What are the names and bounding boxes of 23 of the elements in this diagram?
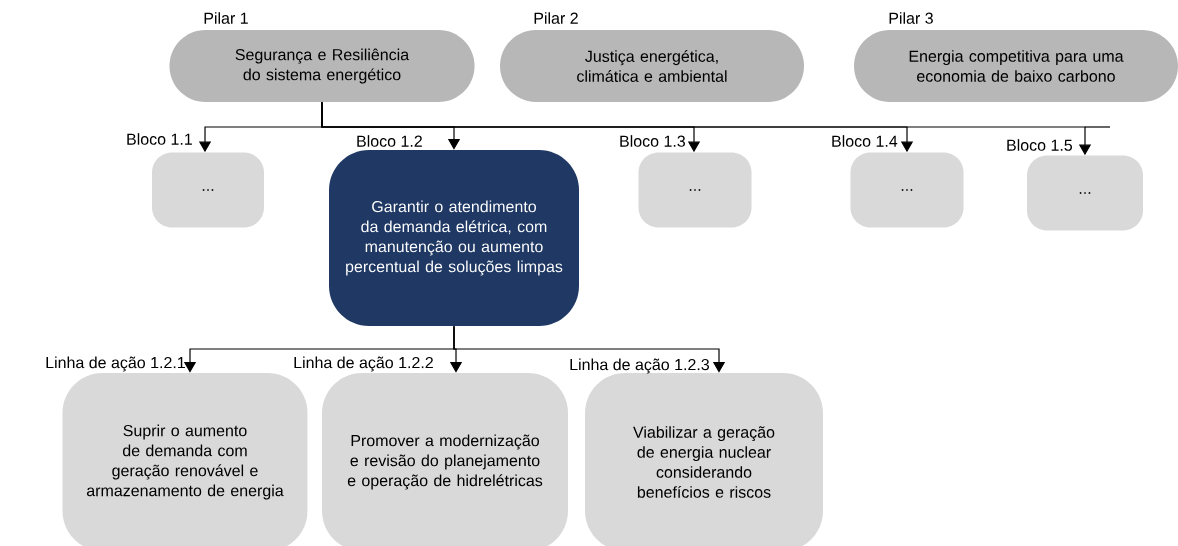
block-label: Bloco 1.3	[620, 135, 685, 147]
block-box: ...	[1027, 155, 1143, 231]
pillar-label: Pilar 1	[204, 12, 248, 24]
block-box: ...	[638, 152, 752, 228]
action-box: Suprir o aumento de demanda com geração renovável e armazenamento de energia	[62, 373, 308, 546]
action-label: Linha de ação 1.2.3	[570, 358, 709, 374]
block-label: Bloco 1.1	[127, 133, 192, 145]
action-box: Promover a modernização e revisão do planejamento e operação de hidrelétricas	[322, 373, 568, 546]
block-label: Bloco 1.4	[832, 135, 898, 147]
pillar-label: Pilar 2	[534, 12, 578, 24]
pillar-box: Energia competitiva para uma economia de baixo carbono	[854, 30, 1178, 102]
action-label: Linha de ação 1.2.1	[46, 356, 185, 372]
objective-box: Garantir o atendimento da demanda elétrica, com manutenção ou aumento percentual de soluções limpas	[329, 150, 579, 326]
block-label: Bloco 1.2	[357, 135, 422, 147]
pillar-box: Justiça energética, climática e ambiental	[500, 30, 804, 102]
pillar-label: Pilar 3	[889, 12, 933, 24]
block-box: ...	[850, 152, 964, 228]
block-label: Bloco 1.5	[1007, 139, 1073, 151]
connector-arrow	[453, 325, 726, 373]
action-label: Linha de ação 1.2.2	[294, 356, 433, 372]
action-box: Viabilizar a geração de energia nuclear considerando benefícios e riscos	[585, 373, 823, 546]
pillar-box: Segurança e Resiliência do sistema energético	[169, 30, 475, 102]
block-box: ...	[152, 152, 264, 228]
